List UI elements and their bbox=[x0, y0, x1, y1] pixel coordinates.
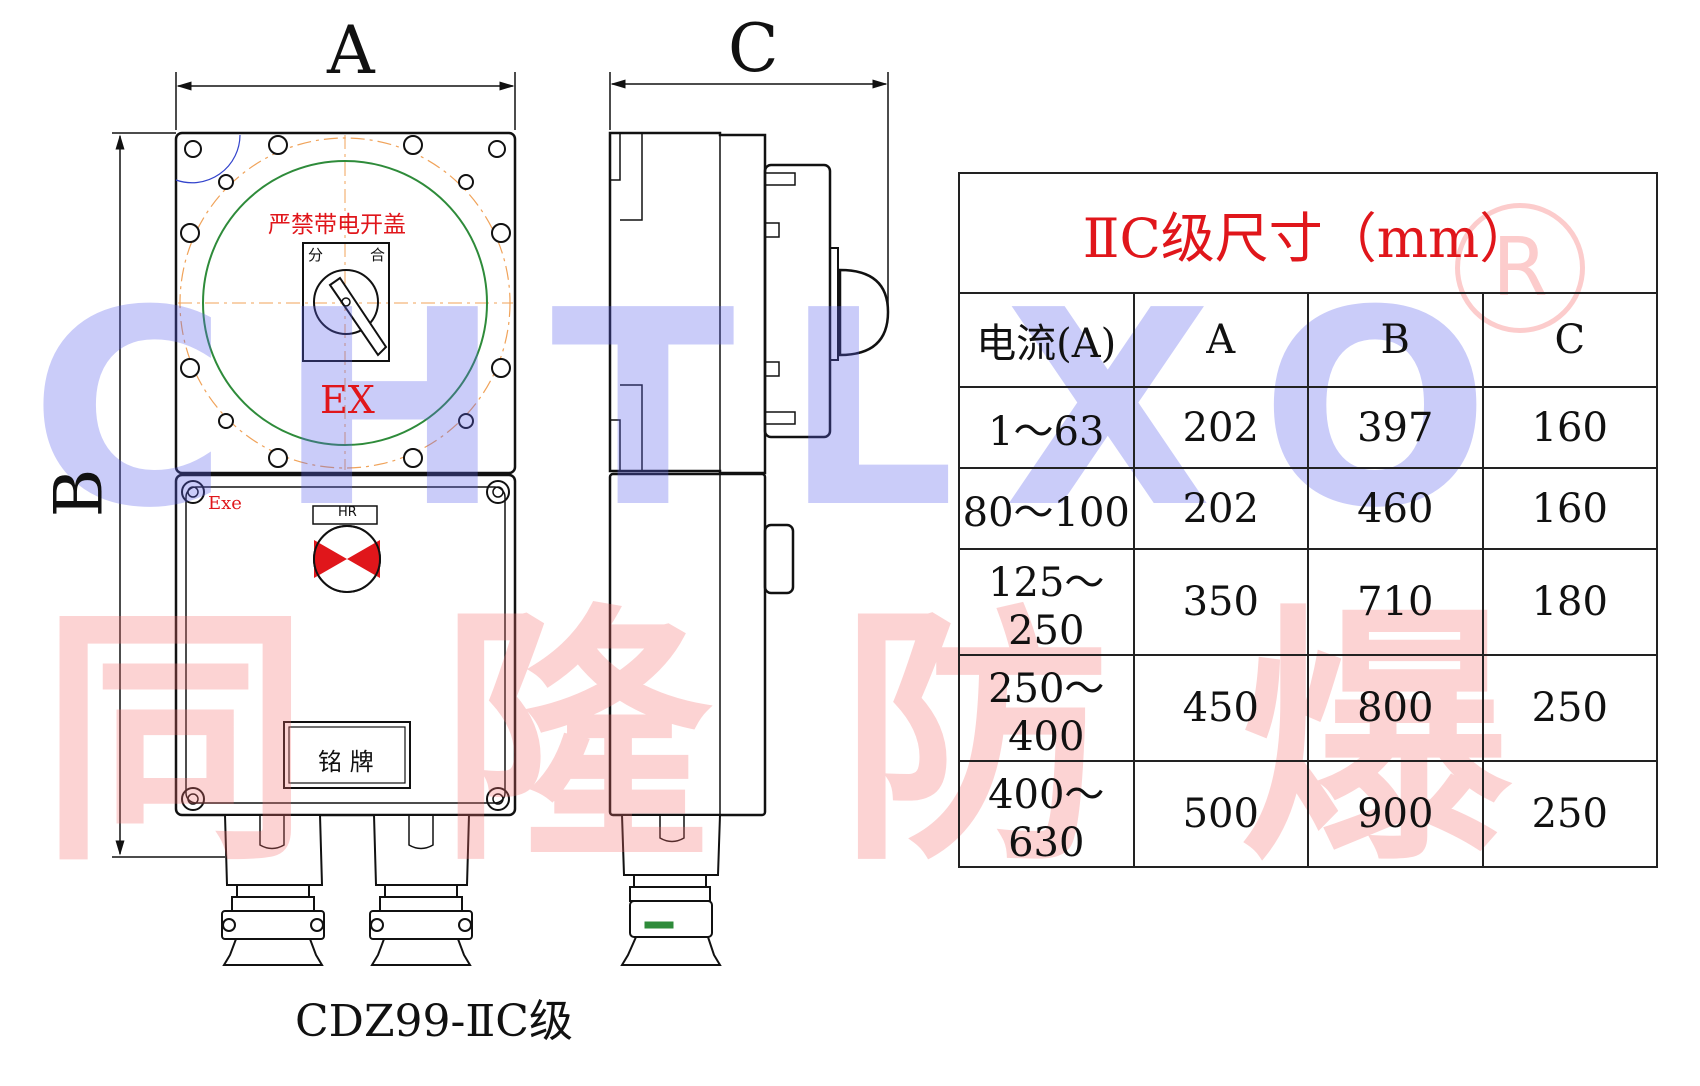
ex-mark: EX bbox=[320, 378, 375, 422]
exe-mark: Exe bbox=[208, 493, 242, 514]
header-current: 电流(A) bbox=[958, 292, 1135, 388]
cell-b: 800 bbox=[1307, 654, 1484, 762]
cell-c: 160 bbox=[1481, 386, 1658, 469]
table-row: 80～100 202 460 160 bbox=[958, 467, 1658, 550]
table-row: 250～400 450 800 250 bbox=[958, 654, 1658, 762]
dimension-a-line bbox=[175, 72, 516, 130]
dimension-c-line bbox=[609, 72, 889, 310]
cell-b: 460 bbox=[1307, 467, 1484, 550]
cell-b: 710 bbox=[1307, 548, 1484, 656]
front-upper-bolts bbox=[180, 135, 511, 468]
cell-a: 202 bbox=[1132, 386, 1309, 469]
table-header-row: 电流(A) A B C bbox=[958, 292, 1658, 388]
cell-current: 400～630 bbox=[958, 760, 1135, 868]
header-b: B bbox=[1307, 292, 1484, 388]
cell-current: 250～400 bbox=[958, 654, 1135, 762]
table-row: 400～630 500 900 250 bbox=[958, 760, 1658, 868]
side-view bbox=[608, 131, 890, 966]
cell-a: 500 bbox=[1132, 760, 1309, 868]
dimension-b-label: B bbox=[40, 468, 118, 518]
cell-b: 397 bbox=[1307, 386, 1484, 469]
cover-warning-text: 严禁带电开盖 bbox=[268, 212, 406, 238]
cell-c: 160 bbox=[1481, 467, 1658, 550]
dimension-a-label: A bbox=[327, 12, 375, 89]
cell-current: 1～63 bbox=[958, 386, 1135, 469]
table-title: ⅡC级尺寸（mm） bbox=[958, 172, 1658, 294]
cell-a: 450 bbox=[1132, 654, 1309, 762]
nameplate-label: 铭 牌 bbox=[318, 748, 374, 776]
dimension-b-line bbox=[112, 132, 225, 858]
header-c: C bbox=[1481, 292, 1658, 388]
model-caption: CDZ99-ⅡC级 bbox=[295, 996, 573, 1047]
cell-b: 900 bbox=[1307, 760, 1484, 868]
dimension-table: ⅡC级尺寸（mm） 电流(A) A B C 1～63 202 397 160 8… bbox=[958, 172, 1658, 868]
cell-c: 250 bbox=[1481, 760, 1658, 868]
cell-a: 202 bbox=[1132, 467, 1309, 550]
front-cable-glands bbox=[221, 814, 473, 966]
cell-a: 350 bbox=[1132, 548, 1309, 656]
switch-on-label: 合 bbox=[370, 246, 386, 264]
header-a: A bbox=[1132, 292, 1309, 388]
switch-off-label: 分 bbox=[308, 246, 324, 264]
cell-c: 250 bbox=[1481, 654, 1658, 762]
cell-current: 125～250 bbox=[958, 548, 1135, 656]
cell-c: 180 bbox=[1481, 548, 1658, 656]
front-lower-enclosure bbox=[174, 473, 517, 817]
table-row: 1～63 202 397 160 bbox=[958, 386, 1658, 469]
indicator-label: HR bbox=[338, 505, 357, 520]
table-row: 125～250 350 710 180 bbox=[958, 548, 1658, 656]
dimension-c-label: C bbox=[728, 10, 779, 87]
cell-current: 80～100 bbox=[958, 467, 1135, 550]
front-upper-enclosure bbox=[174, 131, 517, 475]
